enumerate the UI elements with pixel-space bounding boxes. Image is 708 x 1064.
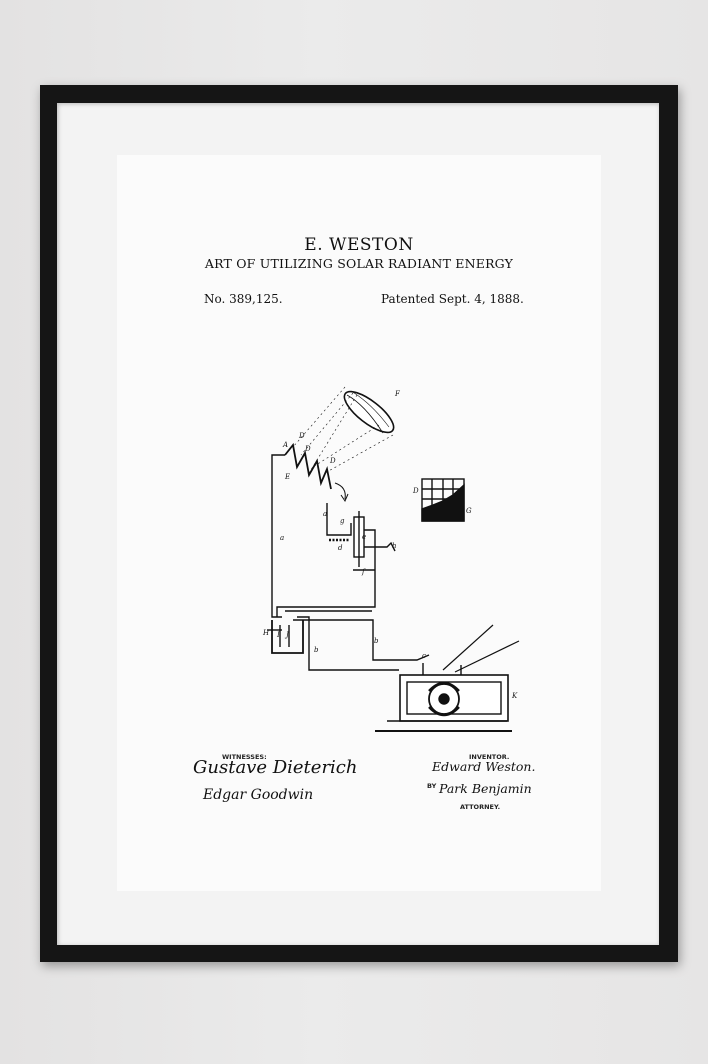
witness-signature-2: Edgar Goodwin bbox=[203, 787, 314, 803]
letter-G: G bbox=[466, 507, 472, 515]
patent-drawing: A D D E D F a a g e d f h b b c H I J K … bbox=[262, 386, 520, 732]
motor bbox=[375, 624, 520, 732]
grid-figure bbox=[421, 478, 465, 522]
letter-H: H bbox=[262, 629, 270, 637]
patent-print: E. WESTON ART OF UTILIZING SOLAR RADIANT… bbox=[117, 155, 601, 891]
letter-b: b bbox=[374, 637, 379, 645]
inventor-signature: Edward Weston. bbox=[432, 759, 536, 774]
letter-a: a bbox=[280, 534, 284, 542]
letter-D: D bbox=[298, 432, 305, 440]
patent-title: ART OF UTILIZING SOLAR RADIANT ENERGY bbox=[204, 256, 514, 271]
letter-D3: D bbox=[329, 457, 336, 465]
attorney-label: ATTORNEY. bbox=[460, 803, 501, 811]
letter-b2: b bbox=[314, 646, 319, 654]
lens-shape bbox=[343, 390, 395, 434]
attorney-signature: Park Benjamin bbox=[439, 781, 532, 796]
letter-d: d bbox=[338, 544, 343, 552]
patent-number: No. 389,125. bbox=[204, 292, 283, 306]
letter-E: E bbox=[284, 473, 290, 481]
letter-f: f bbox=[361, 568, 366, 576]
by-label: BY bbox=[427, 782, 437, 790]
letter-F: F bbox=[394, 390, 401, 398]
thermopile-coil bbox=[284, 442, 332, 490]
letter-h: h bbox=[392, 542, 397, 550]
letter-K: K bbox=[511, 692, 518, 700]
letter-e: e bbox=[362, 533, 366, 541]
letter-g: g bbox=[340, 517, 345, 525]
letter-J: J bbox=[284, 631, 290, 639]
witness-signature-1: Gustave Dieterich bbox=[193, 757, 358, 778]
letter-A: A bbox=[282, 441, 288, 449]
letter-c: c bbox=[422, 652, 426, 660]
inventor-label: INVENTOR. bbox=[469, 753, 510, 761]
letter-a2: a bbox=[323, 510, 327, 518]
patent-inventor-heading: E. WESTON bbox=[304, 235, 414, 255]
letter-D4: D bbox=[412, 487, 419, 495]
letter-I: I bbox=[276, 631, 280, 639]
letter-D2: D bbox=[304, 445, 311, 453]
witnesses-label: WITNESSES: bbox=[222, 753, 267, 761]
patent-date: Patented Sept. 4, 1888. bbox=[381, 292, 524, 306]
battery-cell bbox=[271, 620, 304, 654]
